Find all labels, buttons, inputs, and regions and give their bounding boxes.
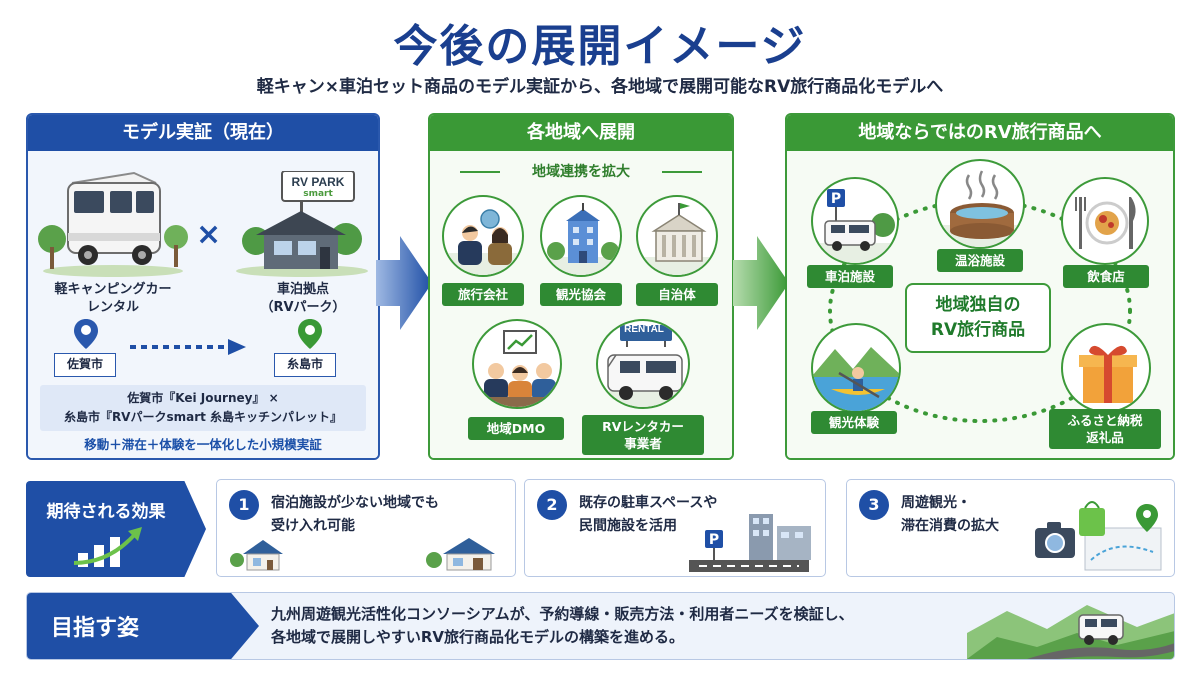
restaurant-circle (1061, 177, 1149, 265)
model-note-line1: 佐賀市『Kei Journey』 × (127, 391, 279, 405)
rv-rental-circle (596, 319, 690, 409)
rvpark-sign-sub: smart (303, 189, 333, 199)
location-pin-icon (298, 319, 322, 349)
product-panel-heading: 地域ならではのRV旅行商品へ (787, 115, 1173, 151)
element-hot-spring: 温浴施設 (937, 249, 1023, 272)
element-rv-facility: 車泊施設 (807, 265, 893, 288)
model-note-box: 佐賀市『Kei Journey』 × 糸島市『RVパークsmart 糸島キッチン… (40, 385, 366, 431)
camper-rental-label: 軽キャンピングカー レンタル (54, 282, 172, 315)
page-title: 今後の展開イメージ (393, 21, 807, 72)
times-symbol: × (196, 217, 222, 252)
sightseeing-circle (811, 323, 901, 413)
model-panel-heading: モデル実証（現在） (28, 115, 378, 151)
dining-icon (1075, 197, 1136, 249)
goal-section: 目指す姿 九州周遊観光活性化コンソーシアムが、予約導線・販売方法・利用者ニーズを… (26, 592, 1175, 660)
partner-tourism-association: 観光協会 (540, 283, 622, 306)
rv-park-icon (236, 171, 368, 277)
expansion-panel: 各地域へ展開 地域連携を拡大 (428, 113, 734, 460)
to-city-tag: 糸島市 (274, 353, 336, 377)
rental-sign-text: RENTAL (624, 324, 664, 335)
expansion-subheading: 地域連携を拡大 (532, 164, 630, 180)
effect-text: 既存の駐車スペースや 民間施設を活用 (579, 495, 718, 534)
goal-text: 九州周遊観光活性化コンソーシアムが、予約導線・販売方法・利用者ニーズを検証し、 … (271, 603, 854, 649)
tourism-association-circle (540, 195, 622, 277)
partner-dmo: 地域DMO (468, 417, 564, 440)
parking-buildings-icon: P (689, 514, 811, 572)
page-subtitle: 軽キャン×車泊セット商品のモデル実証から、各地域で展開可能なRV旅行商品化モデル… (256, 77, 944, 97)
effect-number: 3 (859, 490, 889, 520)
divider (460, 171, 500, 173)
element-sightseeing: 観光体験 (811, 411, 897, 434)
tourism-association-icon (542, 203, 620, 275)
goal-heading: 目指す姿 (51, 616, 140, 641)
landscape-road-icon (967, 605, 1174, 659)
kayak-icon (813, 347, 899, 411)
dmo-circle (472, 319, 562, 409)
effects-heading-box: 期待される効果 (26, 481, 206, 577)
camera-shopping-map-icon (1035, 501, 1162, 571)
hot-spring-circle (935, 159, 1025, 249)
model-summary: 移動＋滞在＋体験を一体化した小規模実証 (84, 437, 322, 452)
parking-van-icon: P (813, 189, 897, 263)
product-panel: 地域ならではのRV旅行商品へ P (785, 113, 1175, 460)
rv-facility-circle: P (811, 177, 899, 265)
dotted-loop (828, 199, 1132, 423)
dmo-meeting-icon (474, 330, 560, 407)
gift-box-icon (1079, 345, 1137, 403)
effect-text: 宿泊施設が少ない地域でも 受け入れ可能 (271, 495, 439, 534)
location-pin-icon (74, 319, 98, 349)
effect-card-2: 2 既存の駐車スペースや 民間施設を活用 P (524, 479, 826, 577)
expansion-panel-heading: 各地域へ展開 (430, 115, 732, 151)
model-panel-body: × RV PARK smart 軽キャンピングカー レンタル 車泊拠点 （RVパ… (28, 151, 378, 458)
effect-number: 1 (229, 490, 259, 520)
effect-number: 2 (537, 490, 567, 520)
product-panel-body: P (787, 151, 1173, 458)
model-panel: モデル実証（現在） × RV PARK sm (26, 113, 380, 460)
expansion-panel-body: 地域連携を拡大 (430, 151, 732, 458)
municipality-circle (636, 195, 718, 277)
goal-heading-box: 目指す姿 (27, 593, 259, 659)
route-arrow-icon (130, 339, 246, 355)
flow-arrow-icon (376, 236, 432, 330)
effect-card-3: 3 周遊観光・ 滞在消費の拡大 (846, 479, 1175, 577)
divider (662, 171, 702, 173)
growth-chart-icon (73, 527, 142, 567)
partner-travel-agency: 旅行会社 (442, 283, 524, 306)
furusato-circle (1061, 323, 1151, 413)
camper-van-icon (38, 171, 188, 277)
rvpark-sign-text: RV PARK (291, 175, 345, 189)
hot-spring-icon (937, 170, 1023, 247)
goal-line2: 各地域で展開しやすいRV旅行商品化モデルの構築を進める。 (271, 628, 685, 646)
goal-line1: 九州周遊観光活性化コンソーシアムが、予約導線・販売方法・利用者ニーズを検証し、 (271, 605, 854, 623)
rv-base-label: 車泊拠点 （RVパーク） (260, 282, 346, 315)
travel-agency-icon (444, 209, 522, 275)
flow-arrow-icon (733, 236, 789, 330)
travel-agency-circle (442, 195, 524, 277)
svg-text:P: P (709, 532, 719, 548)
center-product-label: 地域独自の RV旅行商品 (905, 283, 1051, 353)
houses-icon (230, 538, 495, 571)
effect-text: 周遊観光・ 滞在消費の拡大 (901, 495, 999, 534)
partner-rv-rental: RVレンタカー 事業者 (582, 415, 704, 455)
effect-card-1: 1 宿泊施設が少ない地域でも 受け入れ可能 (216, 479, 516, 577)
from-city-tag: 佐賀市 (54, 353, 116, 377)
svg-text:P: P (831, 191, 841, 207)
element-furusato-gift: ふるさと納税 返礼品 (1049, 409, 1161, 449)
municipality-icon (638, 203, 716, 275)
element-restaurant: 飲食店 (1063, 265, 1149, 288)
partner-municipality: 自治体 (636, 283, 718, 306)
model-note-line2: 糸島市『RVパークsmart 糸島キッチンパレット』 (63, 410, 343, 424)
effects-heading: 期待される効果 (46, 502, 166, 522)
